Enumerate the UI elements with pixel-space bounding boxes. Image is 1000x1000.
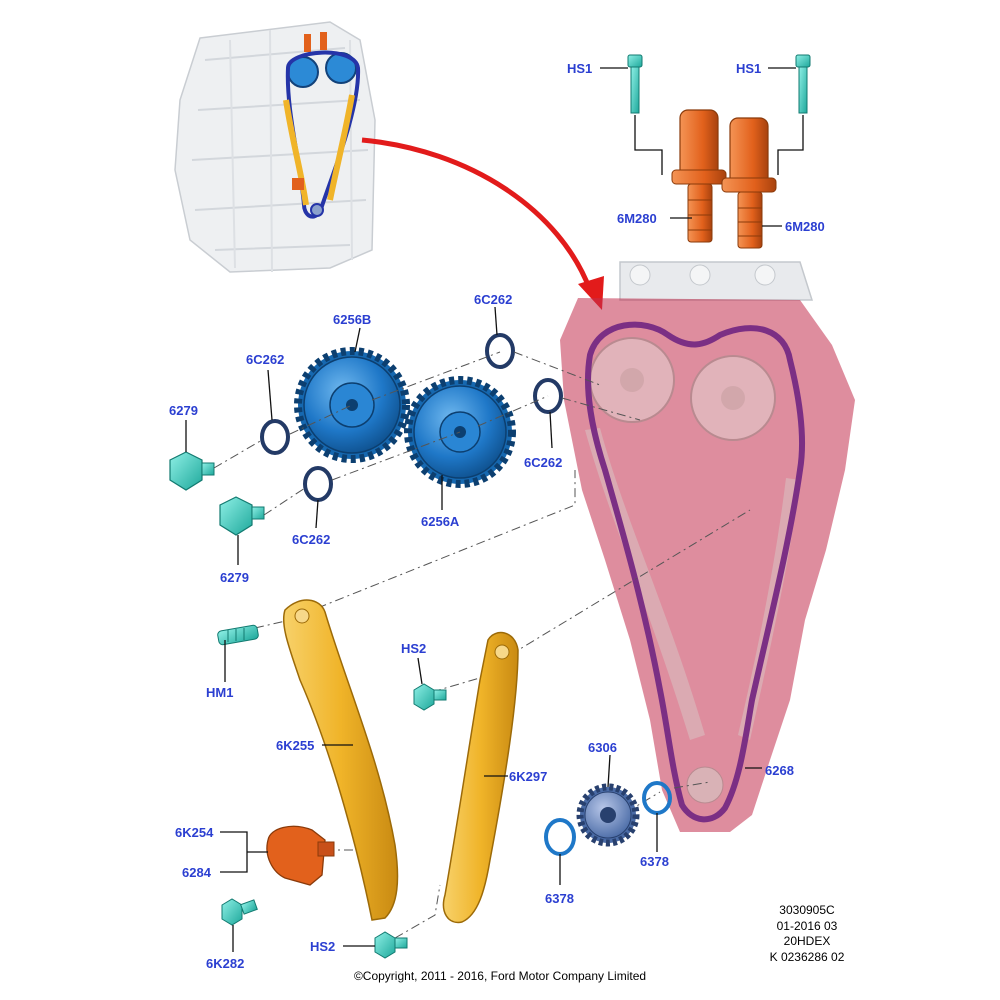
detail-arrow — [361, 137, 593, 291]
oil-control-solenoid-left — [671, 109, 727, 243]
reference-part-number: K 0236286 02 — [769, 949, 845, 964]
label-6k297: 6K297 — [509, 769, 547, 784]
seal-6c262-top — [485, 333, 515, 369]
bolt-6k282 — [221, 898, 258, 926]
chain-tensioner-6k254 — [266, 825, 335, 886]
label-6268: 6268 — [765, 763, 794, 778]
engine-block-thumbnail — [174, 21, 376, 273]
crankshaft-sprocket-6306 — [576, 783, 640, 847]
label-6279-top: 6279 — [169, 403, 198, 418]
camshaft-sprocket-6256b — [294, 347, 410, 463]
label-hm1: HM1 — [206, 685, 233, 700]
chain-guide-6k255 — [282, 599, 399, 921]
label-hs1-left: HS1 — [567, 61, 592, 76]
stud-hm1 — [217, 624, 259, 646]
reference-engine: 20HDEX — [783, 934, 831, 948]
label-6c262-left: 6C262 — [246, 352, 284, 367]
label-6k255: 6K255 — [276, 738, 314, 753]
label-hs2-mid: HS2 — [401, 641, 426, 656]
label-6306: 6306 — [588, 740, 617, 755]
bolt-6279-bottom — [219, 496, 265, 536]
timing-chain-6268 — [585, 321, 805, 823]
bolt-6279-top — [169, 451, 215, 491]
bolt-hs1-right — [795, 54, 811, 114]
label-hs2-bottom: HS2 — [310, 939, 335, 954]
label-6279-bottom: 6279 — [220, 570, 249, 585]
label-6m280-right: 6M280 — [785, 219, 825, 234]
label-6256a: 6256A — [421, 514, 460, 529]
reference-block: 3030905C 01-2016 03 20HDEX K 0236286 02 — [752, 903, 862, 965]
label-6284: 6284 — [182, 865, 212, 880]
bolt-hs1-left — [627, 54, 643, 114]
label-6c262-bottom: 6C262 — [292, 532, 330, 547]
seal-6c262-right — [533, 378, 563, 414]
bolt-hs2-bottom — [374, 931, 408, 959]
label-6c262-right: 6C262 — [524, 455, 562, 470]
cylinder-head-fragment — [619, 261, 814, 301]
seal-6c262-bottom — [303, 466, 333, 502]
timing-chain-highlight — [560, 298, 855, 832]
reference-code: 3030905C — [779, 903, 835, 917]
label-6378-left: 6378 — [545, 891, 574, 906]
label-6m280-left: 6M280 — [617, 211, 657, 226]
label-6378-right: 6378 — [640, 854, 669, 869]
copyright-notice: ©Copyright, 2011 - 2016, Ford Motor Comp… — [353, 969, 647, 983]
label-6256b: 6256B — [333, 312, 371, 327]
chain-guide-6k297 — [442, 631, 519, 924]
washer-6378-left — [544, 818, 576, 856]
oil-control-solenoid-right — [721, 117, 777, 249]
bolt-hs2-mid — [413, 683, 447, 711]
label-6k254: 6K254 — [175, 825, 214, 840]
label-6k282: 6K282 — [206, 956, 244, 971]
label-6c262-top: 6C262 — [474, 292, 512, 307]
reference-date: 01-2016 03 — [776, 918, 838, 933]
label-hs1-right: HS1 — [736, 61, 761, 76]
seal-6c262-left — [260, 419, 290, 455]
